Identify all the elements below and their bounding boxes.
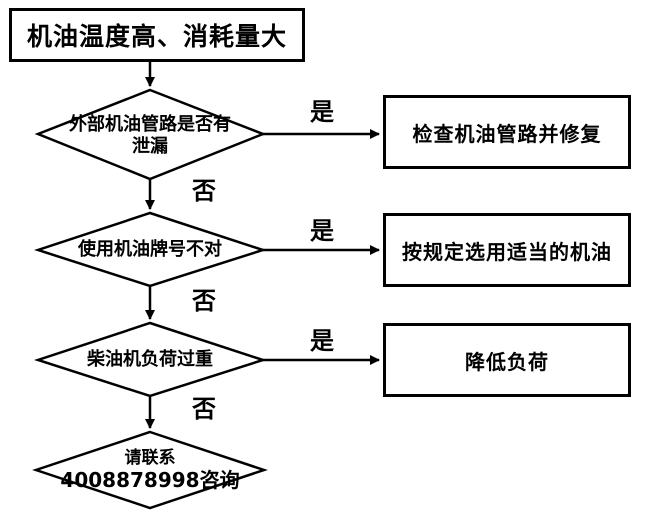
no-label-2: 否 [192, 287, 216, 315]
decision2-diamond [33, 211, 268, 288]
action3-label: 降低负荷 [465, 349, 549, 374]
start-box: 机油温度高、消耗量大 [9, 8, 305, 62]
action3-box: 降低负荷 [383, 323, 631, 397]
action2-label: 按规定选用适当的机油 [402, 239, 612, 264]
yes-label-3: 是 [310, 327, 334, 355]
yes-label-1: 是 [310, 98, 334, 126]
action1-label: 检查机油管路并修复 [412, 121, 602, 146]
start-box-label: 机油温度高、消耗量大 [26, 22, 287, 51]
decision1-diamond [34, 88, 267, 181]
no-label-3: 否 [192, 395, 216, 423]
action2-box: 按规定选用适当的机油 [383, 213, 631, 287]
action1-box: 检查机油管路并修复 [383, 95, 631, 169]
no-label-1: 否 [192, 177, 216, 205]
yes-label-2: 是 [310, 217, 334, 245]
contact-diamond [32, 430, 268, 510]
decision3-diamond [33, 321, 268, 398]
